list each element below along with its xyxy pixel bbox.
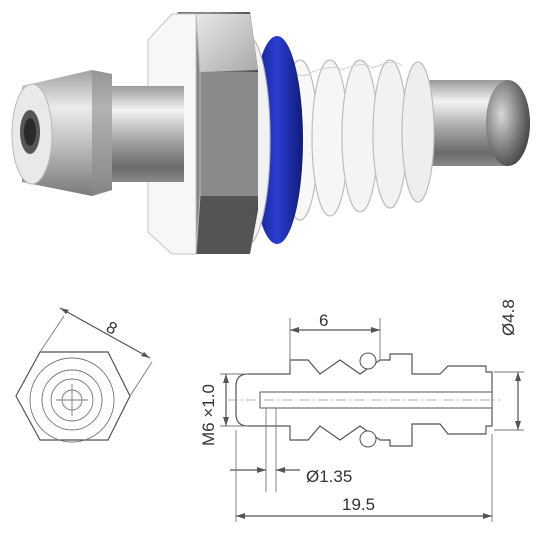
dimension-lines (220, 318, 524, 522)
dim-outer-diameter: Ø4.8 (499, 299, 518, 336)
end-view (15, 307, 153, 443)
dim-overall-length: 19.5 (342, 495, 375, 514)
oring-groove-top (359, 352, 377, 370)
tip-dome (486, 80, 530, 166)
hex-outer-circle (29, 357, 115, 443)
section-view (228, 352, 500, 448)
dim-thread-spec: M6 ×1.0 (199, 384, 218, 446)
hex-outline (15, 351, 131, 441)
dim-hex-width: 8 (103, 317, 120, 338)
hex-width-dim-line (59, 307, 151, 359)
oring-groove-bottom (359, 430, 377, 448)
left-shaft (110, 86, 184, 182)
section-body (235, 353, 493, 447)
nozzle-cone (11, 70, 112, 196)
thread-fins (281, 59, 435, 221)
dim-thread-length: 6 (319, 311, 328, 330)
dim-bore-diameter: Ø1.35 (306, 467, 352, 486)
render-3d (11, 12, 530, 255)
tip-shaft (420, 80, 510, 166)
